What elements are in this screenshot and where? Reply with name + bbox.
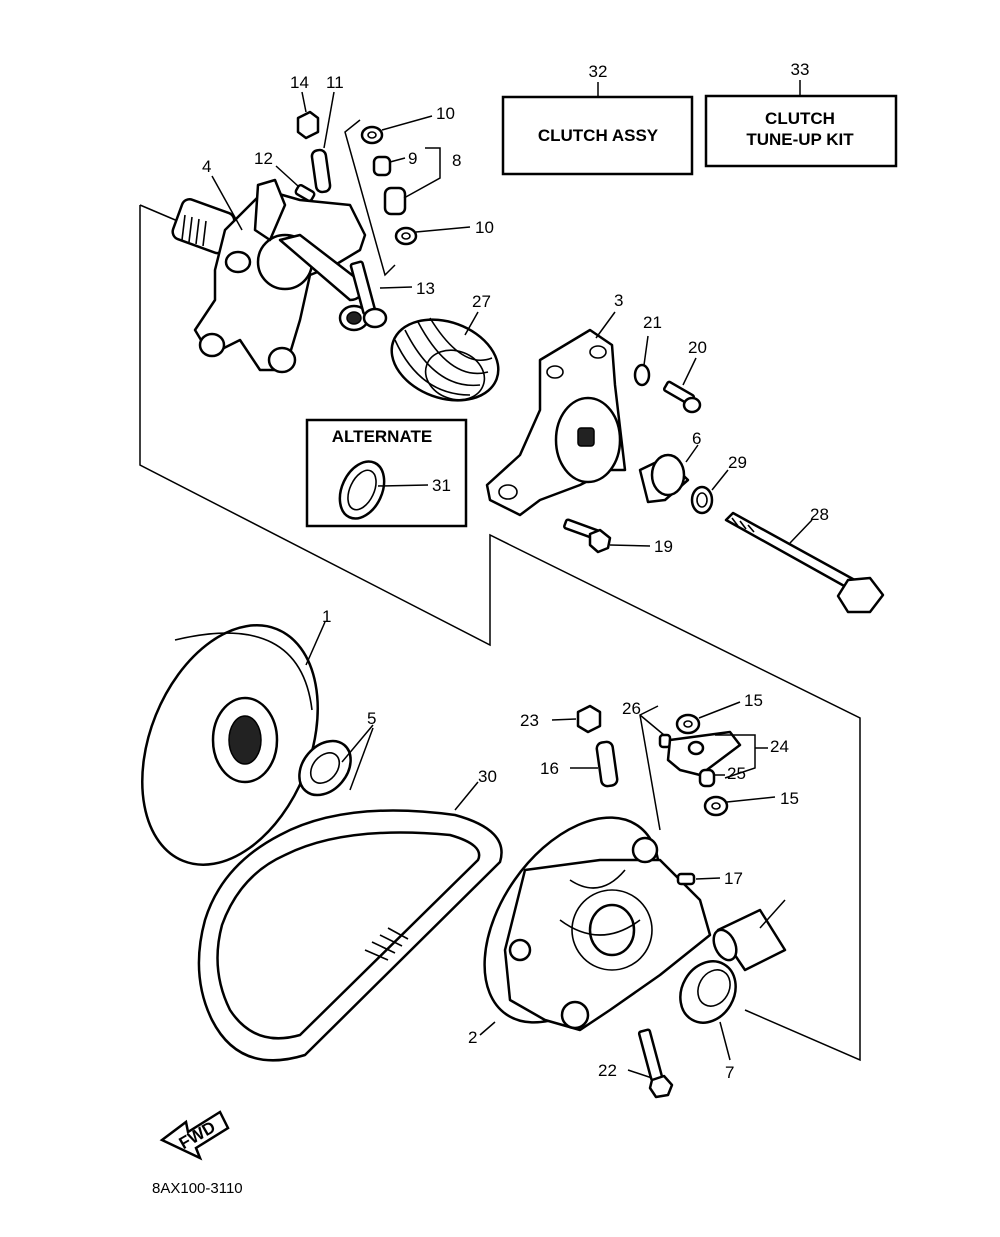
part-1-fixed-sheave[interactable]: 1 <box>109 599 351 891</box>
callout-15-upper: 15 <box>744 691 763 710</box>
callout-8: 8 <box>452 151 461 170</box>
callout-14: 14 <box>290 73 309 92</box>
forward-arrow-icon: FWD <box>159 1110 230 1161</box>
part-14-nut[interactable]: 14 <box>290 73 320 140</box>
callout-1: 1 <box>322 607 331 626</box>
callout-30: 30 <box>478 767 497 786</box>
part-22-bolt[interactable]: 22 <box>598 1028 674 1099</box>
sleeve-part[interactable] <box>709 899 787 972</box>
callout-21: 21 <box>643 313 662 332</box>
callout-3: 3 <box>614 291 623 310</box>
callout-29: 29 <box>728 453 747 472</box>
part-24-weight[interactable]: 24 <box>666 730 789 779</box>
callout-27: 27 <box>472 292 491 311</box>
part-5-bushing[interactable]: 5 <box>289 709 377 805</box>
part-15-washer-upper[interactable]: 15 <box>675 691 763 735</box>
part-30-belt[interactable]: 30 <box>197 767 503 1062</box>
callout-31: 31 <box>432 476 451 495</box>
callout-17: 17 <box>724 869 743 888</box>
part-15-washer-lower[interactable]: 15 <box>703 789 799 817</box>
callout-33: 33 <box>791 60 810 79</box>
callout-15-lower: 15 <box>780 789 799 808</box>
part-6-bushing[interactable]: 6 <box>638 429 701 504</box>
part-8-bushing[interactable]: 8 <box>383 147 461 216</box>
part-7-bushing[interactable]: 7 <box>669 951 746 1082</box>
alternate-title: ALTERNATE <box>332 427 432 446</box>
callout-10-lower: 10 <box>475 218 494 237</box>
callout-11: 11 <box>326 73 344 92</box>
callout-2: 2 <box>468 1028 477 1047</box>
assembly-outline-upper <box>139 204 861 1062</box>
part-9-roller[interactable]: 9 <box>372 149 417 177</box>
callout-6: 6 <box>692 429 701 448</box>
part-11-pin[interactable]: 11 <box>310 73 344 194</box>
part-16-pin[interactable]: 16 <box>540 740 619 788</box>
callout-7: 7 <box>725 1063 734 1082</box>
callout-19: 19 <box>654 537 673 556</box>
part-10-washer-upper[interactable]: 10 <box>360 104 455 145</box>
clutch-assy-box[interactable]: 32 CLUTCH ASSY <box>501 62 694 176</box>
callout-12: 12 <box>254 149 273 168</box>
callout-20: 20 <box>688 338 707 357</box>
part-20-screw[interactable]: 20 <box>662 338 707 414</box>
part-12-screw[interactable]: 12 <box>254 149 316 202</box>
callout-24: 24 <box>770 737 789 756</box>
callout-13: 13 <box>416 279 435 298</box>
part-3-cover[interactable]: 3 <box>485 291 627 517</box>
callout-16: 16 <box>540 759 559 778</box>
part-28-bolt[interactable]: 28 <box>724 505 885 614</box>
part-25-roller[interactable]: 25 <box>698 764 746 788</box>
tune-up-kit-box[interactable]: 33 CLUTCH TUNE-UP KIT <box>704 60 898 168</box>
callout-22: 22 <box>598 1061 617 1080</box>
part-19-bolt[interactable]: 19 <box>563 518 673 556</box>
tune-up-kit-line1: CLUTCH <box>765 109 835 128</box>
callout-4: 4 <box>202 157 211 176</box>
callout-10-upper: 10 <box>436 104 455 123</box>
callout-28: 28 <box>810 505 829 524</box>
part-27-spring[interactable]: 27 <box>380 292 509 415</box>
part-23-nut[interactable]: 23 <box>520 704 602 734</box>
callout-25: 25 <box>727 764 746 783</box>
part-17-screw[interactable]: 17 <box>676 869 743 888</box>
diagram-code: 8AX100-3110 <box>152 1180 243 1197</box>
alternate-box[interactable]: ALTERNATE 31 <box>305 418 468 528</box>
part-26-screw[interactable]: 26 <box>622 699 672 831</box>
part-10-washer-lower[interactable]: 10 <box>394 218 494 246</box>
part-13-bolt[interactable]: 13 <box>349 260 435 329</box>
tune-up-kit-line2: TUNE-UP KIT <box>746 130 854 149</box>
part-2-movable-sheave[interactable]: 2 <box>449 786 712 1055</box>
callout-32: 32 <box>589 62 608 81</box>
part-29-clip[interactable]: 29 <box>690 453 747 515</box>
part-4-spider[interactable]: 4 <box>170 157 370 374</box>
callout-5: 5 <box>367 709 376 728</box>
part-21-washer[interactable]: 21 <box>633 313 662 387</box>
callout-9: 9 <box>408 149 417 168</box>
callout-26: 26 <box>622 699 641 718</box>
clutch-assy-label: CLUTCH ASSY <box>538 126 659 145</box>
callout-23: 23 <box>520 711 539 730</box>
